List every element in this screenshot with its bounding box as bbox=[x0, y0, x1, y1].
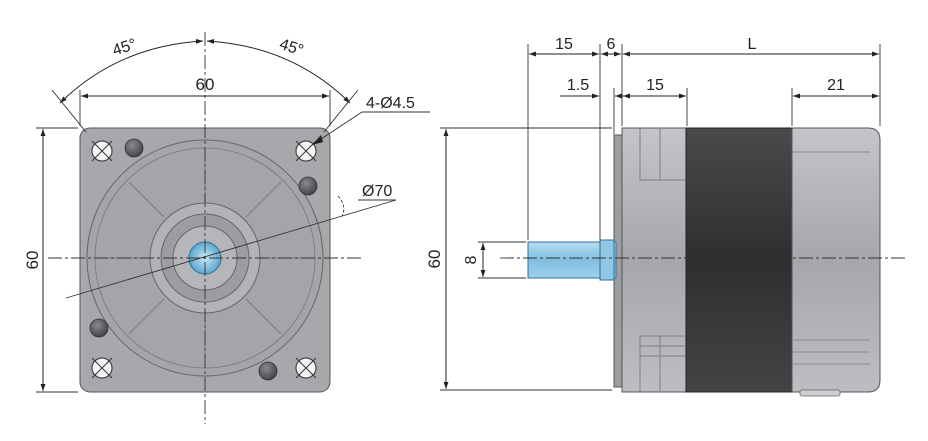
side-front-cap-details bbox=[639, 128, 686, 392]
first-band-label: 15 bbox=[646, 77, 664, 94]
hole-callout-label: 4-Ø4.5 bbox=[366, 95, 415, 112]
bolt-head bbox=[124, 138, 144, 158]
bolt-head bbox=[298, 176, 318, 196]
step-label: 1.5 bbox=[567, 77, 589, 94]
flange-label: 6 bbox=[607, 36, 616, 53]
rear-section-label: 21 bbox=[827, 77, 845, 94]
angle-extension-left bbox=[51, 89, 87, 133]
shaft-diameter-label: 8 bbox=[463, 255, 480, 264]
side-view: 15 6 L 1.5 15 21 60 8 bbox=[425, 36, 908, 397]
front-view: 60 60 45° 45° 4-Ø4.5 Ø70 bbox=[23, 32, 430, 424]
side-rear-tab bbox=[799, 389, 841, 397]
angle-label-right: 45° bbox=[277, 36, 305, 60]
width-label: 60 bbox=[196, 75, 215, 94]
angle-arc-left bbox=[59, 38, 204, 104]
side-stator-band bbox=[685, 127, 793, 393]
side-front-cap bbox=[621, 127, 688, 393]
angle-arc-right bbox=[206, 38, 351, 104]
body-length-label: L bbox=[748, 36, 757, 53]
height-label: 60 bbox=[23, 251, 42, 270]
bolt-heads bbox=[89, 138, 318, 381]
bolt-head bbox=[258, 361, 278, 381]
side-rear-cap-details bbox=[792, 151, 870, 365]
side-rear-cap bbox=[791, 127, 881, 393]
angle-extension-right bbox=[323, 89, 359, 133]
diameter-leader-line bbox=[65, 199, 397, 299]
circle-diameter-label: Ø70 bbox=[362, 183, 392, 200]
shaft-length-label: 15 bbox=[555, 36, 573, 53]
diameter-arc-marker bbox=[337, 195, 345, 217]
hole-callout-arrowhead bbox=[312, 135, 323, 145]
bolt-head bbox=[89, 318, 109, 338]
mounting-holes bbox=[91, 140, 317, 379]
hole-callout-leader bbox=[314, 111, 363, 144]
side-height-label: 60 bbox=[425, 250, 444, 269]
angle-label-left: 45° bbox=[110, 36, 138, 60]
side-shaft-step bbox=[599, 239, 615, 281]
